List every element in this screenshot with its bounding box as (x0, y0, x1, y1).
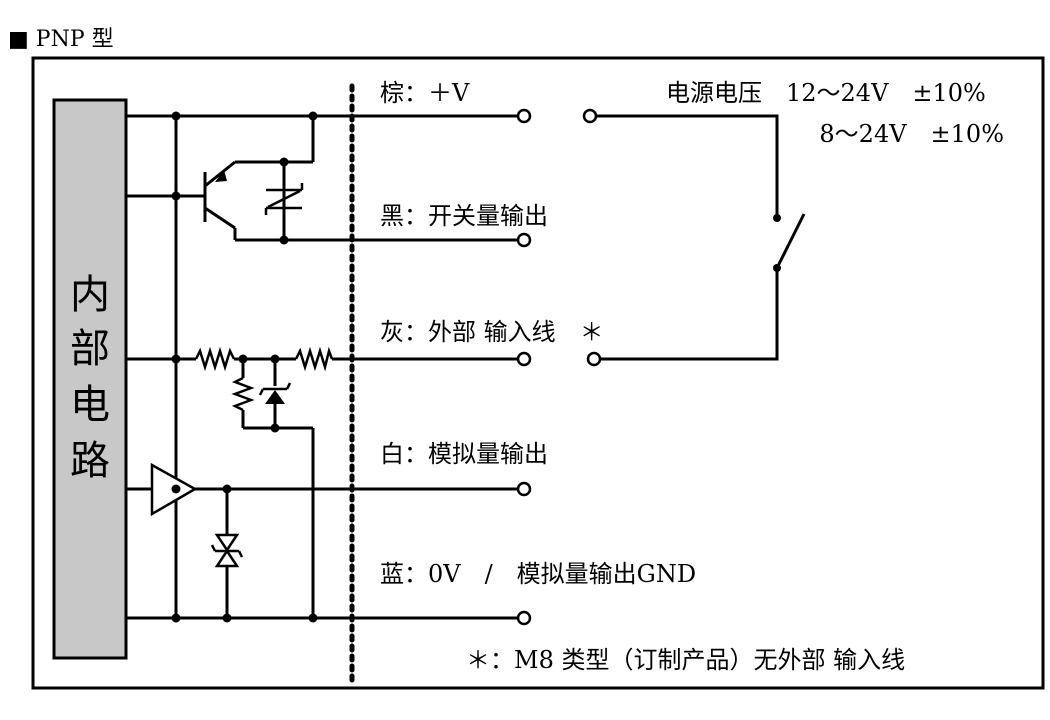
external-wire-bottom (600, 268, 779, 361)
label-blue: 蓝：0V / 模拟量输出GND (380, 560, 696, 588)
terminal-blue (516, 610, 532, 626)
terminal-gray (516, 351, 532, 367)
label-gray: 灰：外部 输入线 ＊ (380, 318, 604, 346)
input-resistor-left (194, 346, 236, 372)
external-wire-top (596, 114, 779, 218)
block-char-4: 路 (70, 438, 110, 484)
label-white: 白：模拟量输出 (380, 440, 548, 468)
pnp-transistor (126, 116, 315, 240)
block-char-3: 电 (70, 382, 110, 428)
wire-labels: 棕：＋V 黑：开关量输出 灰：外部 输入线 ＊ 白：模拟量输出 蓝：0V / 模… (380, 79, 696, 588)
terminal-white (516, 481, 532, 497)
supply-terminal-top (582, 108, 598, 124)
terminal-black (516, 232, 532, 248)
block-char-2: 部 (70, 326, 110, 372)
zener-diode-output (264, 162, 304, 240)
label-black: 黑：开关量输出 (380, 202, 548, 230)
internal-circuit-label: 内 部 电 路 (70, 272, 110, 484)
diagram-title: ■ PNP 型 (8, 27, 114, 52)
supply-terminal-bottom (586, 351, 602, 367)
external-switch (775, 213, 806, 269)
supply-voltage-line1: 电源电压 12～24V ±10% (666, 79, 986, 107)
block-char-1: 内 (70, 272, 110, 318)
junction-dots (171, 111, 318, 623)
internal-circuit-block (52, 98, 128, 660)
supply-voltage-line2: 8～24V ±10% (819, 120, 1004, 148)
input-zener-diode (258, 359, 292, 428)
footnote: ＊：M8 类型（订制产品）无外部 输入线 (466, 646, 905, 674)
input-resistor-right (294, 346, 334, 372)
tvs-diode (210, 489, 244, 618)
diagram-frame (31, 56, 1045, 690)
terminal-brown (516, 108, 532, 124)
label-brown: 棕：＋V (380, 79, 470, 107)
switch-contact-top (773, 214, 781, 222)
